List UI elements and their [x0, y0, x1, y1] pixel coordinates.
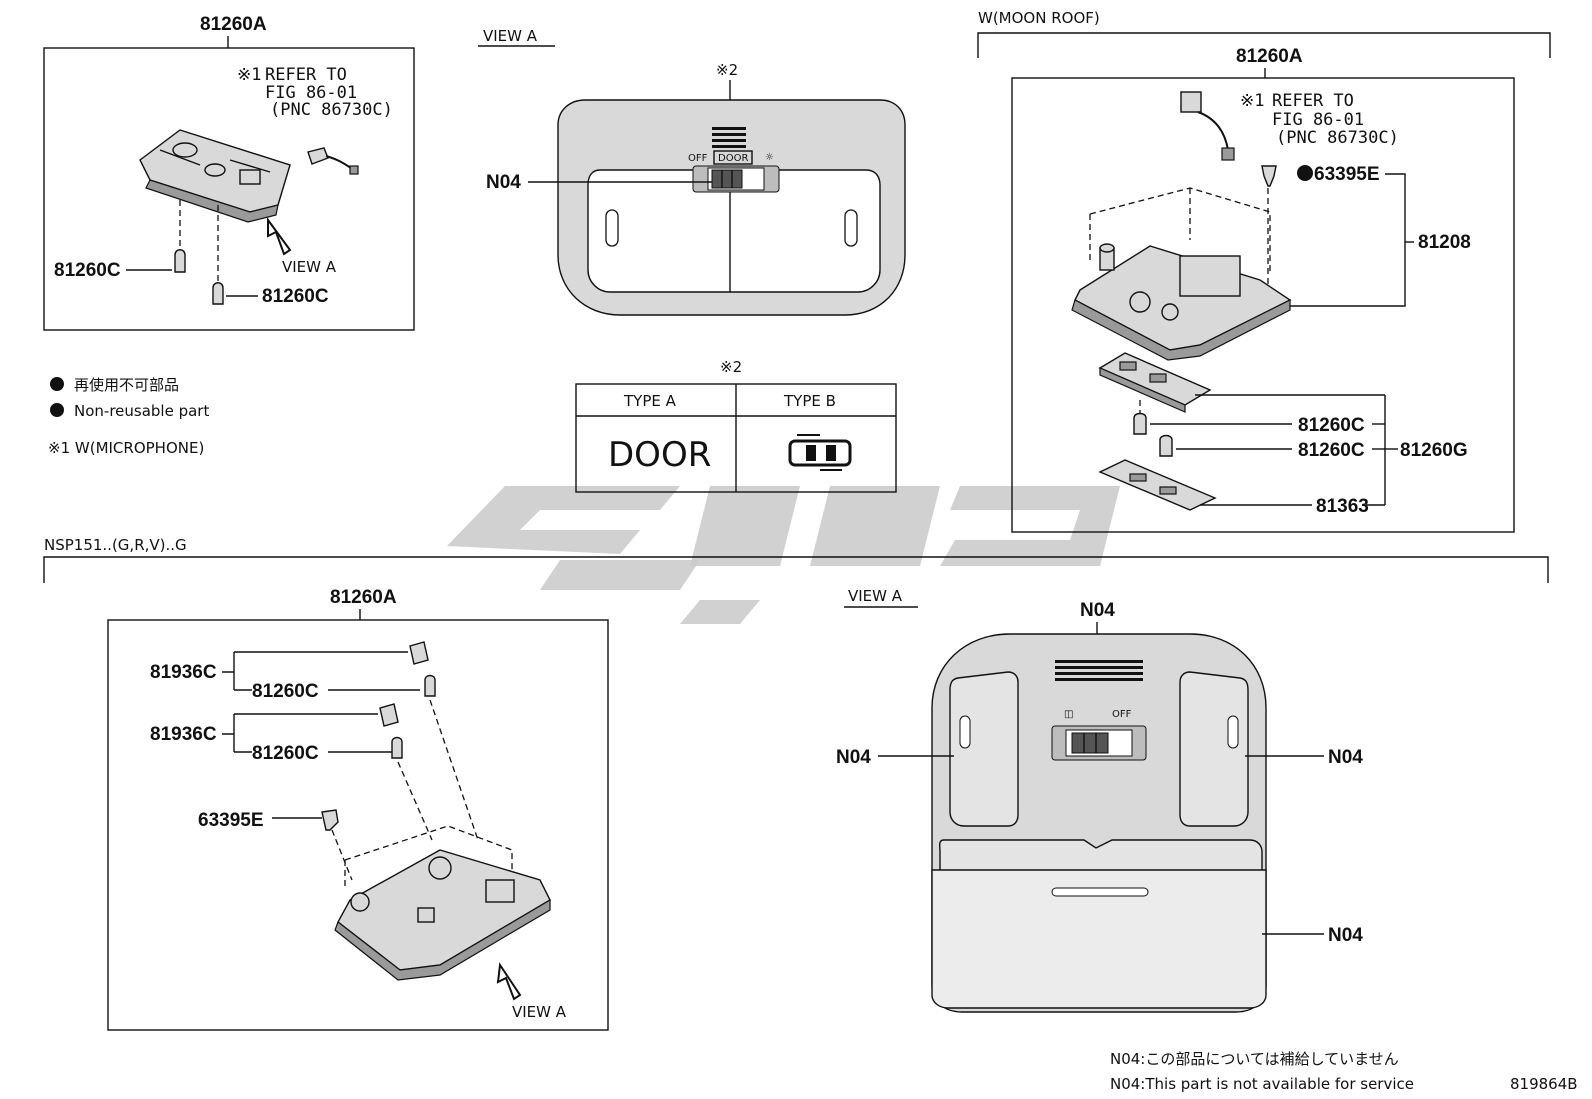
legend-note-1: ※1 W(MICROPHONE) [48, 439, 204, 457]
non-reusable-icon [50, 377, 64, 391]
bulb-label-1: 81260C [1298, 415, 1365, 436]
table-header-b: TYPE B [783, 392, 836, 410]
clip-icon [321, 809, 339, 831]
watermark-logo [447, 486, 1120, 624]
bulb-holder [1098, 352, 1212, 413]
lamp-icon: ☼ [765, 152, 774, 163]
legend-en: Non-reusable part [74, 402, 209, 420]
footnote-en: N04:This part is not available for servi… [1110, 1075, 1414, 1093]
type-table: ※2 TYPE A TYPE B DOOR [575, 358, 897, 493]
bulb-icon [424, 674, 436, 697]
top-left-panel: 81260A ※1 REFER TO FIG 86-01 (PNC 86730C… [43, 14, 415, 331]
bottom-section: NSP151..(G,R,V)..G 81260A 81936C 81260C … [43, 536, 1549, 1031]
legend-jp: 再使用不可部品 [74, 376, 179, 394]
bulb-icon [212, 282, 224, 305]
view-arrow-icon [267, 216, 292, 256]
view-a-title: VIEW A [483, 27, 538, 45]
moon-roof-section: W(MOON ROOF) 81260A ※1 REFER TO FIG 86-0… [977, 9, 1551, 533]
lens-label: 81363 [1316, 496, 1369, 517]
bulb-label-left: 81260C [54, 260, 121, 281]
clip-label: 63395E [198, 810, 264, 831]
lamp-housing [334, 849, 551, 981]
slide-switch [692, 165, 780, 193]
microphone-cable-icon [307, 147, 359, 175]
footnotes: N04:この部品については補給していません N04:This part is n… [1110, 1050, 1578, 1093]
switch-off-label: OFF [1112, 709, 1132, 720]
door-lamp-icon [788, 434, 852, 471]
moon-refer-line-3: (PNC 86730C) [1276, 128, 1399, 148]
housing-label: 81208 [1418, 232, 1471, 253]
socket-icon [379, 703, 399, 727]
bottom-section-title: NSP151..(G,R,V)..G [44, 536, 187, 554]
view-a-top: VIEW A ※2 OFF DOOR ☼ N04 [478, 27, 906, 316]
callout-top: N04 [1080, 600, 1115, 621]
bulb-label-2: 81260C [252, 743, 319, 764]
assy-label: 81260G [1400, 440, 1468, 461]
bulb-label-1: 81260C [252, 681, 319, 702]
table-cell-door: DOOR [608, 435, 711, 475]
view-a-label: VIEW A [282, 258, 337, 276]
callout-left: N04 [836, 747, 871, 768]
clip-icon [1261, 165, 1277, 187]
moon-refer-line-1: REFER TO [1272, 91, 1354, 111]
bulb-label-right: 81260C [262, 286, 329, 307]
bottom-part-number: 81260A [330, 587, 397, 608]
bulb-label-2: 81260C [1298, 440, 1365, 461]
bulb-icon [1133, 412, 1147, 435]
microphone-cable-icon [1180, 91, 1235, 161]
bulb-icon [391, 736, 403, 759]
vent-slots [1055, 660, 1143, 681]
slide-switch [1051, 725, 1147, 761]
non-reusable-icon [1297, 165, 1313, 181]
note-mark-2: ※2 [716, 61, 738, 79]
socket-label-1: 81936C [150, 662, 217, 683]
callout-n04: N04 [486, 172, 521, 193]
refer-line-1: REFER TO [265, 65, 347, 85]
switch-door-label: DOOR [718, 153, 748, 164]
view-a-bottom: VIEW A N04 ◫ OFF N04 [836, 587, 1363, 1013]
view-arrow-icon [496, 962, 522, 1001]
view-a-bottom-title: VIEW A [848, 587, 903, 605]
refer-mark: ※1 [237, 65, 261, 85]
callout-right: N04 [1328, 747, 1363, 768]
legend: 再使用不可部品 Non-reusable part ※1 W(MICROPHON… [48, 376, 209, 457]
table-mark: ※2 [720, 358, 742, 376]
lens-81363 [1098, 459, 1217, 511]
part-number-81260a: 81260A [200, 14, 267, 35]
map-lamp-housing [139, 129, 291, 223]
moon-refer-line-2: FIG 86-01 [1272, 110, 1364, 130]
footnote-jp: N04:この部品については補給していません [1110, 1050, 1399, 1068]
table-header-a: TYPE A [623, 392, 677, 410]
moon-roof-part-number: 81260A [1236, 46, 1303, 67]
bulb-icon [1159, 434, 1173, 457]
switch-off-label: OFF [688, 153, 708, 164]
bulb-icon [174, 249, 186, 273]
moon-refer-mark: ※1 [1240, 91, 1264, 111]
moon-roof-title: W(MOON ROOF) [978, 9, 1100, 27]
lamp-housing-81208 [1071, 243, 1292, 361]
socket-label-2: 81936C [150, 724, 217, 745]
refer-line-3: (PNC 86730C) [270, 100, 393, 120]
callout-lower: N04 [1328, 925, 1363, 946]
vent-slots [712, 127, 746, 148]
refer-line-2: FIG 86-01 [265, 83, 357, 103]
socket-icon [409, 641, 429, 665]
drawing-number: 819864B [1510, 1075, 1578, 1093]
view-a-label: VIEW A [512, 1003, 567, 1021]
clip-label: 63395E [1314, 164, 1380, 185]
lamp-icon: ◫ [1064, 709, 1073, 720]
non-reusable-icon [50, 403, 64, 417]
